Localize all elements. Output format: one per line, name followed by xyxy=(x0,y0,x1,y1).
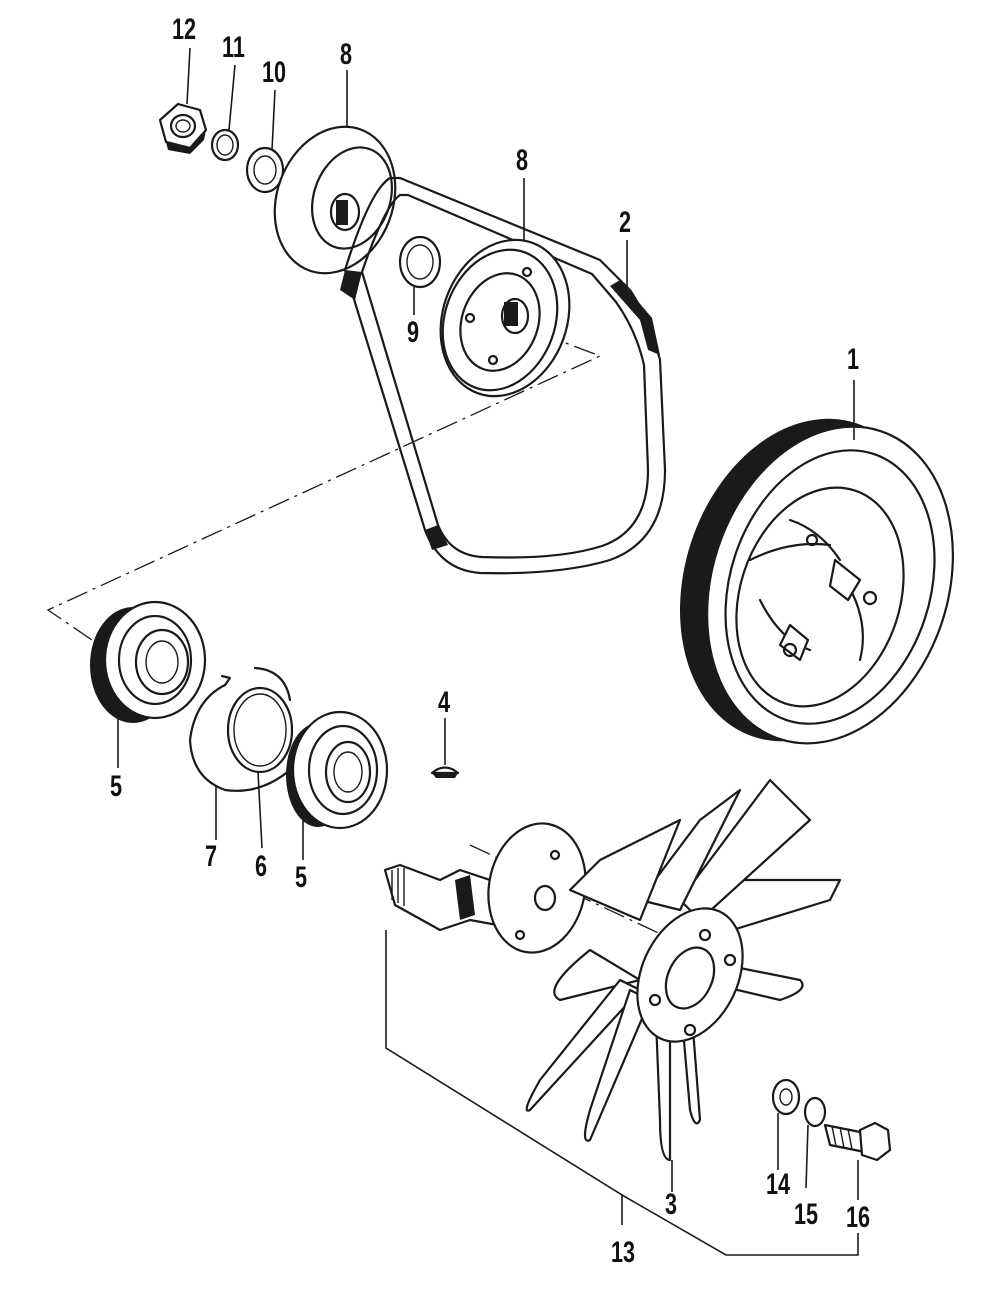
leader-11 xyxy=(228,64,236,131)
callout-8-outer: 8 xyxy=(340,38,353,71)
flat-washer xyxy=(245,146,285,194)
lock-washer xyxy=(210,128,240,162)
leader-10 xyxy=(271,89,276,151)
callout-16: 16 xyxy=(846,1201,871,1234)
callout-14: 14 xyxy=(766,1168,791,1201)
leader-12 xyxy=(186,47,191,105)
bracket-16 xyxy=(621,1160,859,1256)
callout-5-left: 5 xyxy=(110,770,123,803)
callout-8-inner: 8 xyxy=(516,144,529,177)
callout-13: 13 xyxy=(611,1236,636,1269)
callout-3: 3 xyxy=(665,1188,678,1221)
woodruff-key xyxy=(430,766,460,778)
bearing-outer xyxy=(90,600,207,723)
drive-belt xyxy=(340,176,667,575)
callout-2: 2 xyxy=(619,206,632,239)
crank-pulley xyxy=(680,418,954,745)
callout-11: 11 xyxy=(222,31,245,64)
bolt xyxy=(823,1121,892,1162)
leader-6 xyxy=(257,771,263,849)
snap-ring xyxy=(226,666,294,774)
callout-4: 4 xyxy=(438,686,451,719)
callout-5-right: 5 xyxy=(295,861,308,894)
callout-6: 6 xyxy=(255,850,268,883)
callout-9: 9 xyxy=(407,316,420,349)
fan-blade xyxy=(525,778,842,1162)
bracket-13 xyxy=(385,930,623,1225)
callout-7: 7 xyxy=(205,840,218,873)
bearing-inner xyxy=(286,710,389,830)
washer xyxy=(771,1078,801,1116)
pulley-half-inner xyxy=(439,238,571,398)
callout-12: 12 xyxy=(172,13,197,46)
callout-1: 1 xyxy=(847,343,860,376)
pulley-half-outer xyxy=(273,125,397,275)
callout-10: 10 xyxy=(262,56,287,89)
leader-15 xyxy=(805,1124,809,1189)
fan-shaft xyxy=(383,822,587,954)
spacer xyxy=(398,235,442,289)
hex-nut xyxy=(158,102,208,154)
callout-15: 15 xyxy=(794,1198,819,1231)
lock-washer-small xyxy=(803,1096,827,1128)
